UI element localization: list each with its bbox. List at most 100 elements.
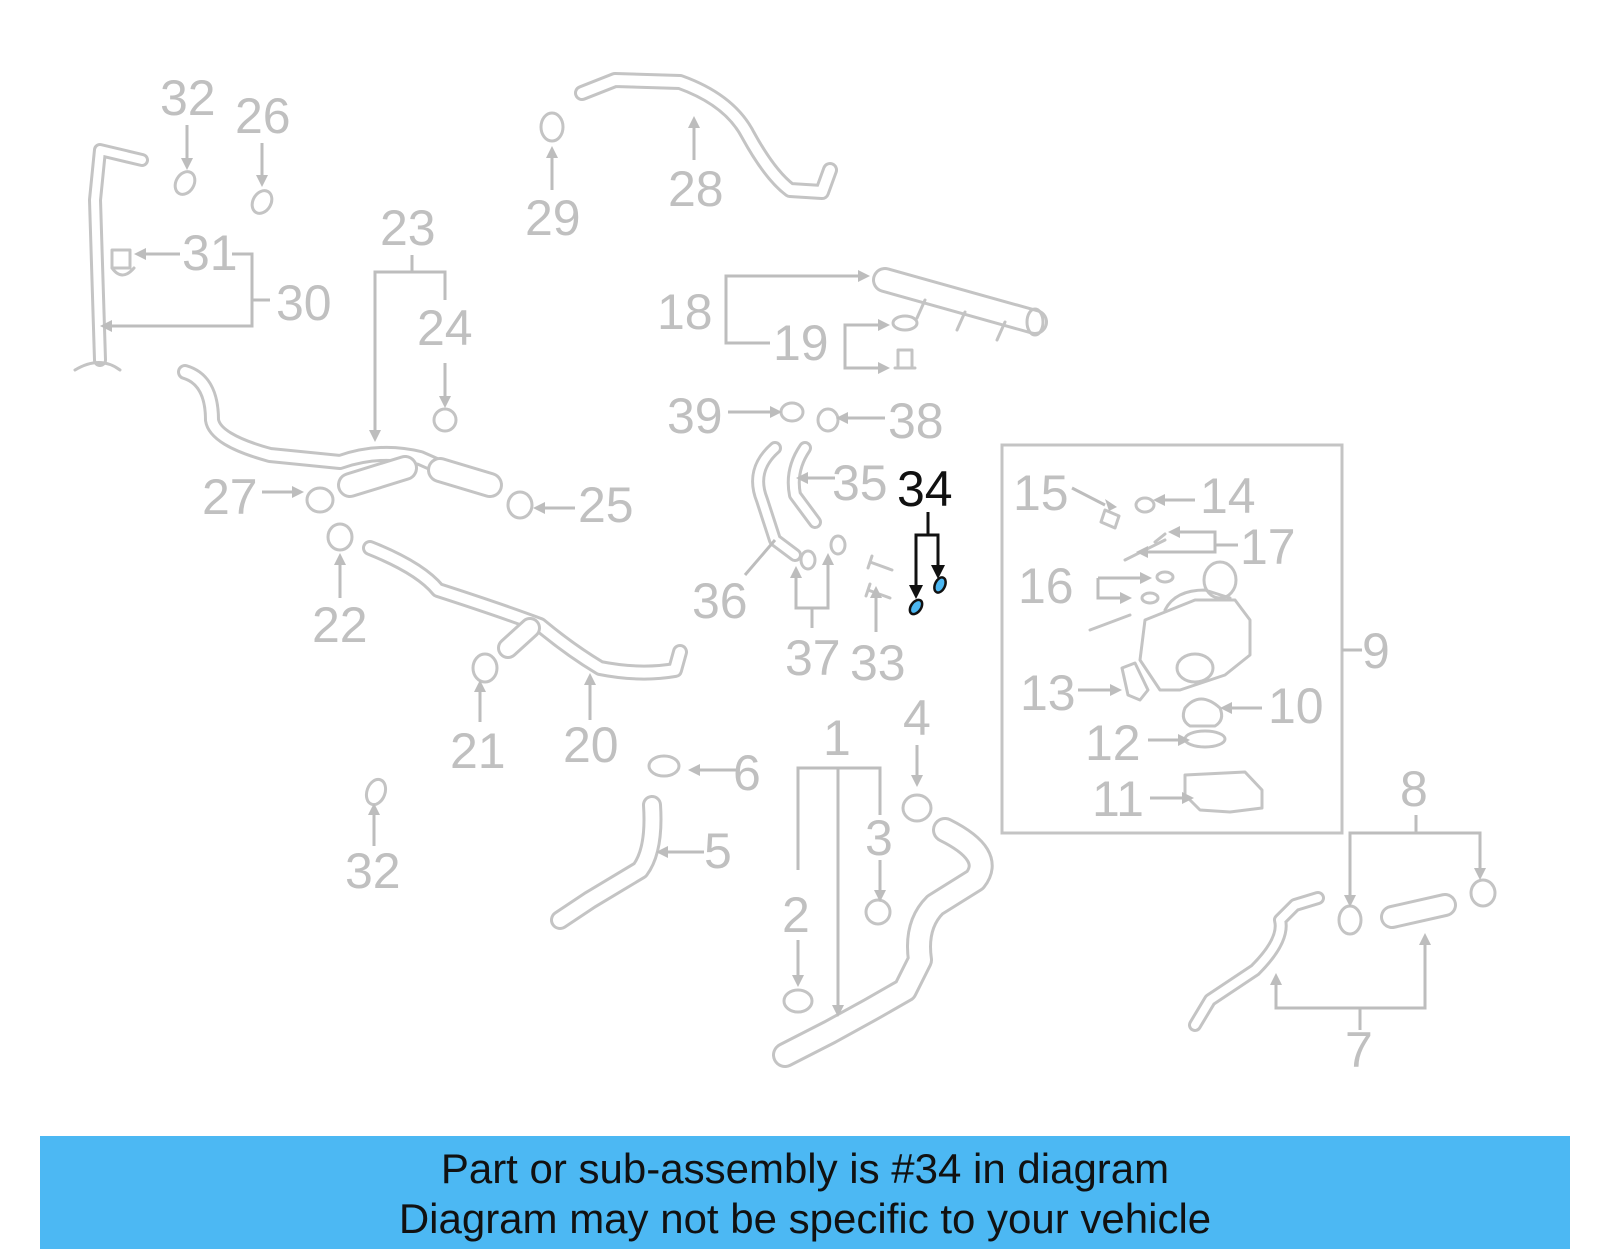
label-23: 23 [380, 200, 436, 256]
part-12-gasket [1183, 729, 1227, 749]
part-24-hose-b-inner [430, 460, 500, 495]
footer-part-note: Part or sub-assembly is #34 in diagram [440, 1145, 1170, 1192]
arrow-heads [100, 116, 1486, 1017]
part-4-clamp [901, 793, 933, 823]
part-23-hose-inner [180, 367, 475, 485]
part-14-cap [1134, 496, 1156, 514]
label-7: 7 [1345, 1022, 1373, 1078]
label-8: 8 [1400, 761, 1428, 817]
part-9-housing [1138, 598, 1252, 692]
label-20: 20 [563, 717, 619, 773]
label-16: 16 [1018, 558, 1074, 614]
part-31-clip [110, 248, 136, 277]
label-13: 13 [1020, 665, 1076, 721]
part-2-clamp [782, 988, 814, 1014]
part-34-oring-a [933, 576, 947, 594]
label-35: 35 [832, 455, 888, 511]
part-8-clamp-b [1469, 878, 1497, 908]
label-14: 14 [1200, 468, 1256, 524]
label-3: 3 [865, 810, 893, 866]
part-30-pipe-inner [91, 146, 146, 364]
part-7-hose [1188, 891, 1325, 1032]
part-21-clamp [471, 652, 499, 684]
part-6-clamp [647, 754, 681, 778]
part-22-clamp [326, 522, 354, 552]
part-26-clamp [250, 189, 274, 215]
part-32-clamp-top [173, 170, 197, 196]
label-10: 10 [1268, 678, 1324, 734]
part-9-box [1000, 443, 1344, 835]
label-4: 4 [903, 690, 931, 746]
label-15: 15 [1013, 465, 1069, 521]
leader-lines [112, 125, 1482, 1030]
part-9-housing-port [1175, 652, 1215, 684]
label-31: 31 [182, 225, 238, 281]
part-8-clamp-a [1337, 904, 1363, 936]
part-27-clamp [305, 486, 335, 514]
label-2: 2 [782, 887, 810, 943]
label-19: 19 [773, 315, 829, 371]
part-1-hose-inner [775, 820, 991, 1065]
label-38: 38 [888, 393, 944, 449]
part-33-fitting [864, 554, 894, 600]
label-39: 39 [667, 388, 723, 444]
part-19-fitting [893, 348, 917, 370]
label-18: 18 [657, 284, 713, 340]
part-7-hose-inner [1191, 894, 1322, 1029]
part-drawings [73, 72, 1497, 1068]
part-32-clamp-bottom [364, 777, 388, 807]
label-26: 26 [235, 88, 291, 144]
label-25: 25 [578, 477, 634, 533]
label-1: 1 [823, 710, 851, 766]
part-18-end [1025, 307, 1045, 337]
label-33: 33 [850, 635, 906, 691]
part-28-hose-inner [577, 75, 835, 197]
footer-banner: Part or sub-assembly is #34 in diagram D… [40, 1136, 1570, 1249]
part-10-thermostat [1181, 697, 1224, 728]
part-15-sensor [1099, 508, 1121, 530]
part-24-clip [432, 407, 458, 433]
label-32-top: 32 [160, 70, 216, 126]
label-9: 9 [1362, 623, 1390, 679]
label-6: 6 [733, 745, 761, 801]
part-30-foot [73, 361, 122, 372]
label-5: 5 [704, 823, 732, 879]
part-20-hose-inner [365, 543, 685, 678]
part-25-clamp [506, 490, 534, 520]
part-16-washer-b [1140, 591, 1160, 605]
part-39-clamp [779, 401, 805, 423]
part-19-washer [891, 314, 919, 332]
part-7-hose-b-inner [1383, 896, 1454, 926]
label-11: 11 [1092, 771, 1144, 827]
label-29: 29 [525, 190, 581, 246]
part-36-hose-inner [754, 444, 799, 559]
label-22: 22 [312, 597, 368, 653]
label-36: 36 [692, 573, 748, 629]
part-9-body [1163, 588, 1232, 612]
label-21: 21 [450, 723, 506, 779]
label-34: 34 [897, 461, 953, 517]
part-38-clamp [816, 407, 840, 433]
label-27: 27 [202, 469, 258, 525]
part-34-oring-b [908, 598, 924, 616]
label-37: 37 [785, 630, 841, 686]
part-37-clamp-a [799, 549, 817, 571]
callout-labels: 32 26 31 30 23 24 27 25 22 21 20 32 29 2… [160, 70, 1428, 1078]
part-3-clamp [864, 898, 892, 926]
label-28: 28 [668, 161, 724, 217]
part-18-outlets [915, 298, 1007, 342]
part-11-cover [1183, 770, 1264, 814]
footer-disclaimer: Diagram may not be specific to your vehi… [398, 1195, 1212, 1242]
part-16-washer-a [1155, 570, 1175, 584]
part-9-outlet [1202, 560, 1238, 600]
part-24-hose-inner [340, 458, 415, 495]
part-35-hose-inner [789, 444, 819, 526]
part-29-clamp [539, 111, 565, 143]
label-12: 12 [1085, 715, 1141, 771]
part-13-gasket [1120, 661, 1150, 702]
label-24: 24 [417, 300, 473, 356]
label-30: 30 [276, 275, 332, 331]
part-18-pipe-inner [875, 270, 1045, 332]
part-16-bolt [1088, 613, 1132, 632]
